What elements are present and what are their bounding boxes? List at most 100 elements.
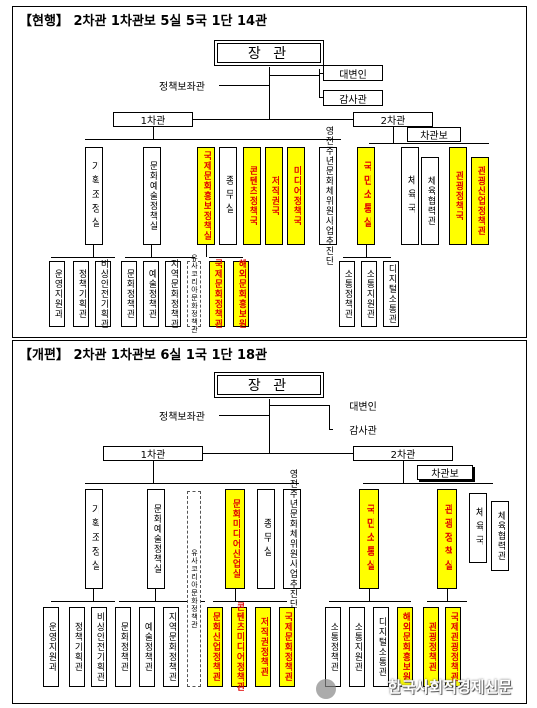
vice1-box-2: 1차관: [103, 446, 203, 461]
vice2-box-2: 2차관: [353, 446, 453, 461]
connector: [85, 483, 299, 484]
spokesperson-label: 대변인: [339, 69, 367, 81]
connector: [51, 601, 115, 602]
sub-label: 운영지원과: [52, 269, 62, 319]
connector: [125, 257, 195, 258]
connector: [93, 245, 94, 257]
vice1-label: 1차관: [140, 450, 166, 461]
reform-title: 【개편】 2차관 1차관보 6실 1국 1단 18관: [19, 348, 268, 363]
sub-art-3: 유사코리아문화정책관: [187, 254, 201, 334]
sub-media-b1: 콘텐츠미디어정책관: [231, 602, 247, 692]
unit-tour-2: 관광정책실: [437, 489, 457, 589]
unit-tour-ind: 관광산업정책관: [471, 157, 489, 245]
connector: [155, 589, 156, 601]
sub-plan-1: 정책기획관: [73, 261, 89, 327]
sub-plan-b2: 비상안전기획관: [91, 607, 107, 687]
asst-box-2: 차관보: [417, 465, 473, 480]
connector: [269, 405, 329, 406]
unit-plan-2: 기획조정실: [85, 489, 103, 589]
spokesperson-box: 대변인: [323, 65, 383, 81]
vice2-label: 2차관: [380, 116, 406, 127]
sub-label: 유사코리아문화정책관: [190, 254, 198, 334]
sub-plan-2: 비상안전기획관: [95, 259, 111, 329]
connector: [93, 589, 94, 601]
sub-label: 해외문화홍보원: [400, 612, 410, 682]
minister-box: 장 관: [214, 40, 324, 66]
connector: [209, 257, 243, 258]
unit-label: 국제문화홍보정책실: [201, 151, 211, 241]
sub-label: 지역문화정책관: [166, 612, 176, 682]
connector: [206, 245, 207, 257]
sub-comm-1: 소통지원관: [361, 261, 377, 327]
unit-media: 미디어정책국: [287, 147, 305, 245]
audit-label: 감사관: [349, 425, 377, 437]
vice1-label: 1차관: [140, 116, 166, 127]
sub-label: 소통정책관: [328, 622, 338, 672]
connector: [427, 601, 467, 602]
connector: [51, 257, 115, 258]
spokesperson-label: 대변인: [349, 401, 377, 413]
audit-label: 감사관: [339, 94, 367, 106]
vice2-label: 2차관: [390, 450, 416, 461]
advisor-label: 정책보좌관: [159, 81, 205, 93]
reform-org-panel: 【개편】 2차관 1차관보 6실 1국 1단 18관 장 관 정책보좌관 대변인…: [12, 340, 527, 704]
unit-media-ind: 문화미디어산업실: [225, 489, 245, 589]
sub-label: 유사코리아문화정책관: [190, 549, 198, 629]
connector: [403, 461, 404, 483]
connector: [393, 127, 394, 143]
unit-sports-coop-2: 체육협력관: [491, 501, 509, 571]
sub-label: 비상안전기획관: [98, 259, 108, 329]
connector: [319, 97, 323, 98]
sub-label: 디지털소통관: [386, 264, 396, 324]
unit-sports: 체육국: [401, 147, 419, 245]
sub-art-1: 예술정책관: [143, 261, 159, 327]
unit-label: 체육국: [405, 175, 415, 217]
connector: [235, 589, 236, 601]
sub-label: 소통지원관: [364, 269, 374, 319]
unit-label: 콘텐츠정책국: [247, 166, 257, 226]
sub-label: 저작권정책관: [258, 617, 268, 677]
unit-label: 체육협력관: [495, 511, 505, 561]
unit-label: 영전주년문화체위원사업추진단: [323, 126, 333, 266]
sub-label: 국제문화정책관: [212, 259, 222, 329]
connector: [269, 399, 270, 453]
asst-box: 차관보: [407, 127, 461, 142]
connector: [269, 75, 319, 76]
connector: [219, 415, 269, 416]
sub-art-b1: 예술정책관: [139, 607, 155, 687]
sub-label: 국제문화정책관: [282, 612, 292, 682]
unit-label: 관광정책실: [442, 504, 452, 574]
sub-art-b2: 지역문화정책관: [163, 607, 179, 687]
connector: [213, 601, 287, 602]
connector: [269, 67, 270, 119]
unit-label: 문화미디어산업실: [230, 499, 240, 579]
connector: [151, 245, 152, 257]
sub-label: 정책기획관: [76, 269, 86, 319]
connector: [119, 601, 205, 602]
sub-comm-b2: 디지털소통관: [373, 607, 389, 687]
unit-label: 체육국: [473, 507, 483, 549]
unit-art-2: 문화예술정책실: [147, 489, 165, 589]
unit-label: 종무실: [223, 175, 233, 217]
connector: [219, 85, 269, 86]
connector: [85, 139, 341, 140]
minister-label: 장 관: [247, 378, 291, 394]
sub-intl-1: 해외문화홍보원: [233, 259, 249, 329]
sub-label: 문화산업정책관: [210, 612, 220, 682]
sub-label: 소통정책관: [342, 269, 352, 319]
unit-label: 관광산업정책관: [475, 166, 485, 236]
connector: [343, 257, 391, 258]
connector: [329, 601, 411, 602]
asst-label: 차관보: [420, 131, 448, 142]
unit-label: 기획조정실: [89, 504, 99, 574]
audit-box: 감사관: [323, 90, 383, 106]
unit-label: 관광정책국: [453, 171, 463, 221]
advisor-label: 정책보좌관: [159, 411, 205, 423]
connector: [329, 405, 330, 429]
unit-comm: 국민소통실: [357, 147, 375, 245]
audit-box-2: 감사관: [333, 421, 393, 437]
unit-religion-2: 종무실: [257, 489, 275, 589]
connector: [363, 483, 493, 484]
sub-comm-b0: 소통정책관: [325, 607, 341, 687]
unit-sports-coop: 체육협력관: [421, 157, 439, 245]
